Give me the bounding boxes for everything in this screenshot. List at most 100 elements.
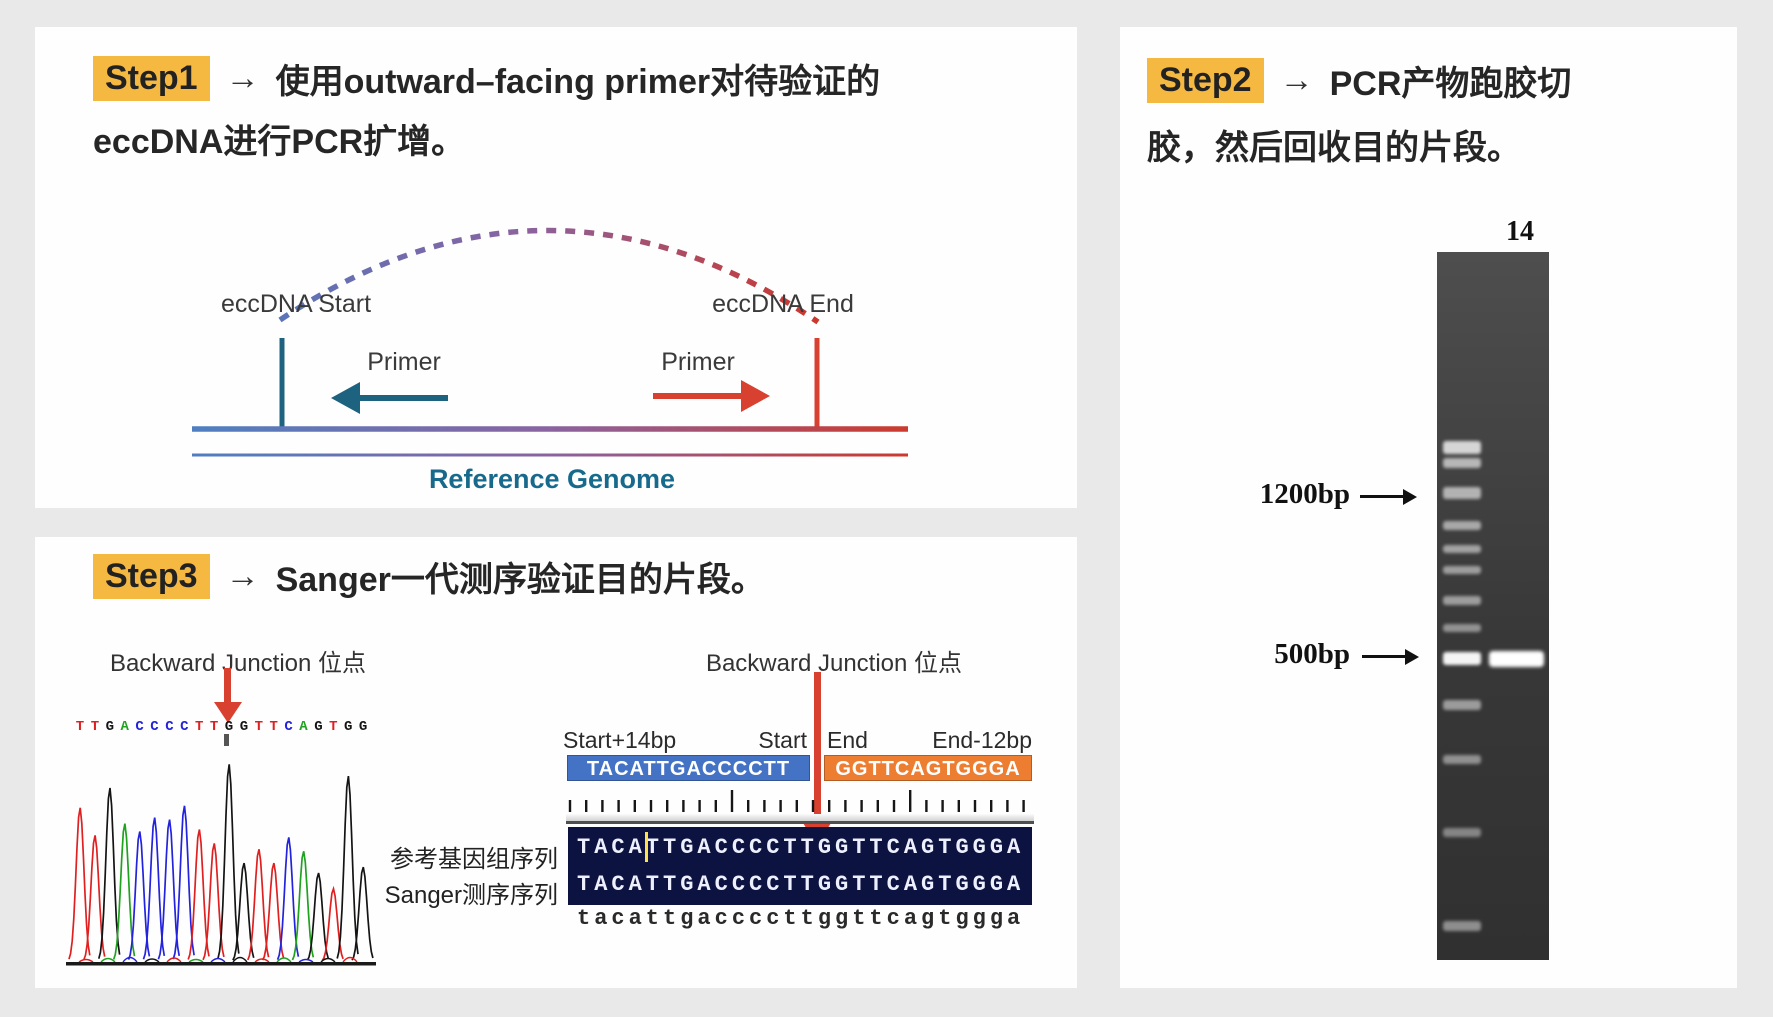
eccdna-start-label: eccDNA Start — [220, 290, 372, 318]
chromatogram-noise — [320, 957, 336, 963]
alignment-junction-arrow-icon — [814, 672, 821, 825]
step1-arrow: → — [225, 59, 260, 97]
gel-ladder-band — [1443, 595, 1481, 605]
chromatogram-noise — [144, 958, 160, 963]
primer-right-label: Primer — [661, 348, 735, 376]
primer-left-arrow-icon — [331, 382, 448, 414]
chromatogram-noise — [210, 957, 226, 963]
primer-right-arrow-icon — [653, 380, 770, 412]
chromatogram-noise — [298, 958, 314, 963]
step3-badge: Step3 — [93, 554, 210, 599]
chromatogram-peak — [142, 817, 166, 960]
gel-ladder-band — [1443, 754, 1481, 764]
sanger-row-label: Sanger测序序列 — [384, 882, 558, 909]
chromatogram-noise — [166, 957, 182, 963]
chromatogram-peak — [83, 835, 106, 960]
gel-marker-1200bp-label: 1200bp — [1259, 478, 1350, 510]
chromatogram-base-letter: C — [180, 719, 189, 735]
chromatogram-noise — [254, 958, 270, 963]
reference-genome-label: Reference Genome — [428, 464, 676, 494]
chromatogram-base-letter: T — [76, 719, 84, 735]
step3-title: Step3 → Sanger一代测序验证目的片段。 — [93, 552, 765, 601]
sanger-sequence-row: TACATTGACCCCTTGGTTCAGTGGGA — [577, 872, 1025, 897]
primer-left-label: Primer — [367, 348, 441, 376]
chromatogram-peak — [232, 862, 255, 961]
chromatogram-peak — [261, 862, 285, 961]
chromatogram-peak — [172, 805, 195, 960]
alignment-junction-label: Backward Junction 位点 — [705, 650, 963, 677]
step2-title-line2: 胶，然后回收目的片段。 — [1147, 129, 1521, 167]
step1-title: Step1 → 使用outward–facing primer对待验证的 — [93, 54, 880, 103]
chromatogram-base-letter: C — [150, 719, 159, 735]
step3-arrow: → — [225, 557, 260, 595]
chromatogram-base-letter: G — [225, 719, 233, 735]
chromatogram-peak — [187, 829, 210, 960]
chromatogram-base-letter: T — [195, 719, 203, 735]
chromatogram-peak — [112, 823, 136, 960]
step3-title-text: Sanger一代测序验证目的片段。 — [275, 561, 765, 599]
chromatogram-junction-arrowhead-icon — [214, 702, 242, 723]
chromatogram-peak — [97, 787, 121, 959]
chromatogram-peak — [68, 807, 91, 960]
chromatogram-base-letter: G — [314, 719, 322, 735]
chromatogram-noise — [188, 958, 204, 963]
chromatogram-peak — [247, 849, 270, 961]
step1-title-line1: 使用outward–facing primer对待验证的 — [275, 63, 881, 101]
reference-sequence-row: TACATTGACCCCTTGGTTCAGTGGGA — [577, 835, 1025, 860]
step2-arrow: → — [1279, 61, 1314, 99]
chromatogram-junction-arrow-icon — [224, 668, 231, 704]
eccdna-junction-arc — [278, 227, 820, 325]
consensus-lowercase-row: tacattgaccccttggttcagtggga — [577, 906, 1025, 931]
gel-lane-label: 14 — [1506, 216, 1534, 247]
chromatogram-peak — [157, 819, 181, 960]
alignment-ruler-bar — [566, 814, 1034, 824]
step1-badge: Step1 — [93, 56, 210, 101]
chromatogram-base-letter: T — [329, 719, 337, 735]
gel-ladder-band — [1443, 624, 1481, 632]
gel-ladder-band — [1443, 827, 1481, 837]
start-region-box: TACATTGACCCCTT — [567, 755, 810, 781]
gel-ladder-band — [1443, 700, 1481, 710]
chromatogram-noise — [78, 958, 94, 963]
chromatogram-noise — [276, 957, 292, 963]
panel-step2 — [1120, 27, 1737, 988]
chromatogram-base-letter: G — [344, 719, 352, 735]
label-start-plus-14bp: Start+14bp — [563, 727, 677, 753]
chromatogram-base-letter: T — [269, 719, 277, 735]
gel-marker-1200bp-arrow-icon — [1360, 488, 1417, 505]
chromatogram-noise — [342, 956, 358, 963]
chromatogram-peak — [351, 866, 374, 961]
chromatogram-baseline — [66, 962, 376, 966]
gel-ladder-band — [1443, 487, 1481, 499]
gel-ladder-band — [1443, 440, 1481, 454]
gel-sample-band — [1489, 651, 1544, 667]
chromatogram-peak — [306, 872, 330, 961]
chromatogram-caret — [224, 734, 229, 746]
chromatogram-base-letter: C — [135, 719, 144, 735]
step2-title-line1: PCR产物跑胶切 — [1329, 65, 1572, 103]
label-end-minus-12bp: End-12bp — [932, 727, 1032, 753]
chromatogram-peak — [127, 831, 151, 960]
gel-marker-500bp-label: 500bp — [1274, 638, 1350, 670]
gel-ladder-band — [1443, 566, 1481, 574]
chromatogram-base-letter: C — [165, 719, 174, 735]
chromatogram-junction-label: Backward Junction 位点 — [109, 650, 367, 677]
sequence-cursor-caret — [645, 832, 648, 862]
chromatogram-peak — [217, 764, 240, 959]
chromatogram-base-letter: G — [240, 719, 248, 735]
gel-marker-500bp-arrow-icon — [1362, 648, 1419, 665]
gel-image — [1437, 252, 1549, 960]
chromatogram-noise — [100, 957, 116, 963]
gel-ladder-band — [1443, 651, 1481, 665]
chromatogram-base-letter: T — [91, 719, 99, 735]
step2-title: Step2 → PCR产物跑胶切 — [1147, 56, 1571, 105]
reference-row-label: 参考基因组序列 — [390, 846, 558, 873]
chromatogram-peak — [202, 843, 225, 961]
label-end: End — [827, 727, 868, 753]
end-region-box: GGTTCAGTGGGA — [824, 755, 1032, 781]
label-start: Start — [758, 727, 807, 753]
chromatogram-base-letter: T — [255, 719, 263, 735]
